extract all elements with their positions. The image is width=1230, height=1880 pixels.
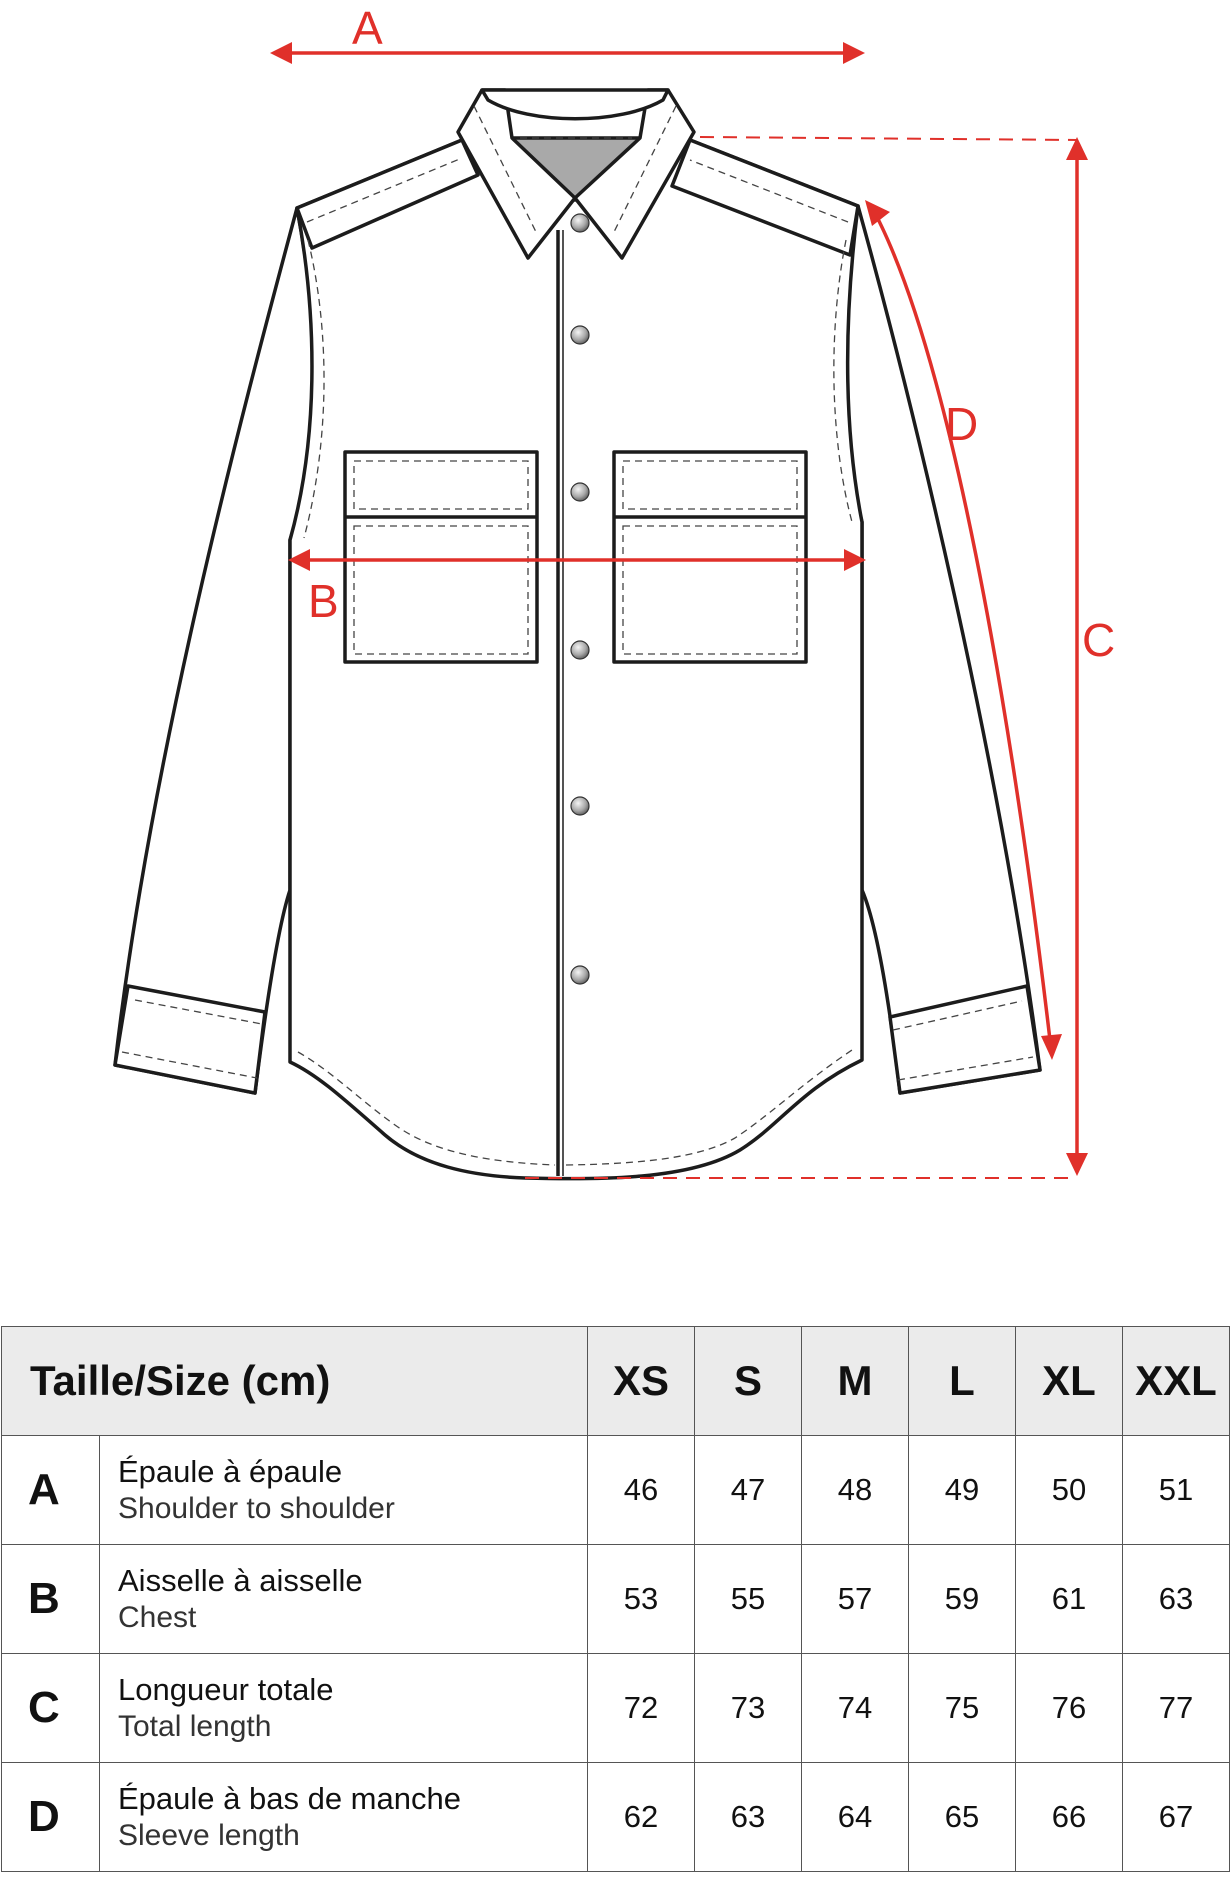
size-header-l: L	[908, 1326, 1016, 1436]
value-cell: 66	[1015, 1762, 1123, 1872]
measurement-lines	[270, 42, 1088, 1179]
row-letter: B	[1, 1544, 100, 1654]
value-cell: 64	[801, 1762, 909, 1872]
left-cuff	[113, 984, 267, 1095]
measure-c-guide-top	[699, 136, 1078, 141]
size-header-xl: XL	[1015, 1326, 1123, 1436]
right-yoke	[670, 138, 860, 257]
value-cell: 63	[1122, 1544, 1230, 1654]
table-title: Taille/Size (cm)	[1, 1326, 588, 1436]
measurement-labels: A B C D	[308, 2, 1115, 666]
value-cell: 77	[1122, 1653, 1230, 1763]
size-header-m: M	[801, 1326, 909, 1436]
value-cell: 73	[694, 1653, 802, 1763]
size-header-row: Taille/Size (cm) XS S M L XL XXL	[1, 1326, 1230, 1436]
label-a: A	[352, 2, 383, 54]
description-french: Longueur totale	[118, 1672, 334, 1708]
measure-b-arrow-right	[844, 549, 866, 571]
table-row: C Longueur totale Total length 72 73 74 …	[1, 1653, 1230, 1763]
label-d: D	[945, 398, 978, 450]
left-sleeve	[113, 206, 317, 1095]
left-pocket	[343, 450, 539, 664]
description-english: Chest	[118, 1600, 197, 1634]
right-cuff	[888, 984, 1042, 1095]
value-cell: 63	[694, 1762, 802, 1872]
measure-b-arrow-left	[288, 549, 310, 571]
row-letter: C	[1, 1653, 100, 1763]
collar-band	[480, 88, 670, 121]
button-1	[570, 213, 590, 233]
left-yoke	[295, 138, 480, 250]
value-cell: 57	[801, 1544, 909, 1654]
label-c: C	[1082, 614, 1115, 666]
value-cell: 48	[801, 1435, 909, 1545]
row-description: Longueur totale Total length	[99, 1653, 588, 1763]
table-row: B Aisselle à aisselle Chest 53 55 57 59 …	[1, 1544, 1230, 1654]
row-description: Épaule à bas de manche Sleeve length	[99, 1762, 588, 1872]
value-cell: 61	[1015, 1544, 1123, 1654]
row-description: Aisselle à aisselle Chest	[99, 1544, 588, 1654]
value-cell: 76	[1015, 1653, 1123, 1763]
value-cell: 67	[1122, 1762, 1230, 1872]
measure-c-arrow-top	[1066, 137, 1088, 160]
value-cell: 65	[908, 1762, 1016, 1872]
table-row: A Épaule à épaule Shoulder to shoulder 4…	[1, 1435, 1230, 1545]
value-cell: 50	[1015, 1435, 1123, 1545]
value-cell: 75	[908, 1653, 1016, 1763]
size-header-s: S	[694, 1326, 802, 1436]
value-cell: 53	[587, 1544, 695, 1654]
value-cell: 62	[587, 1762, 695, 1872]
shirt-drawing	[113, 88, 1042, 1181]
stitching	[121, 105, 1034, 1166]
shirt-measurement-diagram: A B C D	[113, 2, 1115, 1181]
size-chart-table: Taille/Size (cm) XS S M L XL XXL A Épaul…	[1, 1326, 1230, 1872]
right-sleeve	[841, 204, 1042, 1095]
row-letter: D	[1, 1762, 100, 1872]
row-letter: A	[1, 1435, 100, 1545]
description-french: Épaule à épaule	[118, 1454, 343, 1490]
value-cell: 72	[587, 1653, 695, 1763]
description-english: Total length	[118, 1709, 272, 1743]
value-cell: 59	[908, 1544, 1016, 1654]
measure-d-line	[874, 214, 1052, 1041]
value-cell: 49	[908, 1435, 1016, 1545]
value-cell: 74	[801, 1653, 909, 1763]
right-pocket	[612, 450, 808, 664]
size-header-xs: XS	[587, 1326, 695, 1436]
button-4	[570, 640, 590, 660]
button-3	[570, 482, 590, 502]
button-2	[570, 325, 590, 345]
buttons	[570, 213, 590, 985]
row-description: Épaule à épaule Shoulder to shoulder	[99, 1435, 588, 1545]
size-header-xxl: XXL	[1122, 1326, 1230, 1436]
measure-c-arrow-bottom	[1066, 1153, 1088, 1176]
button-5	[570, 796, 590, 816]
value-cell: 47	[694, 1435, 802, 1545]
description-english: Sleeve length	[118, 1818, 300, 1852]
value-cell: 55	[694, 1544, 802, 1654]
table-row: D Épaule à bas de manche Sleeve length 6…	[1, 1762, 1230, 1872]
value-cell: 46	[587, 1435, 695, 1545]
button-6	[570, 965, 590, 985]
description-french: Épaule à bas de manche	[118, 1781, 461, 1817]
measure-a-arrow-right	[843, 42, 865, 64]
value-cell: 51	[1122, 1435, 1230, 1545]
measure-a-arrow-left	[270, 42, 292, 64]
measure-d-arrow-bottom	[1041, 1034, 1062, 1060]
label-b: B	[308, 575, 339, 627]
description-french: Aisselle à aisselle	[118, 1563, 363, 1599]
measure-d-arrow-top	[865, 200, 890, 226]
description-english: Shoulder to shoulder	[118, 1491, 395, 1525]
